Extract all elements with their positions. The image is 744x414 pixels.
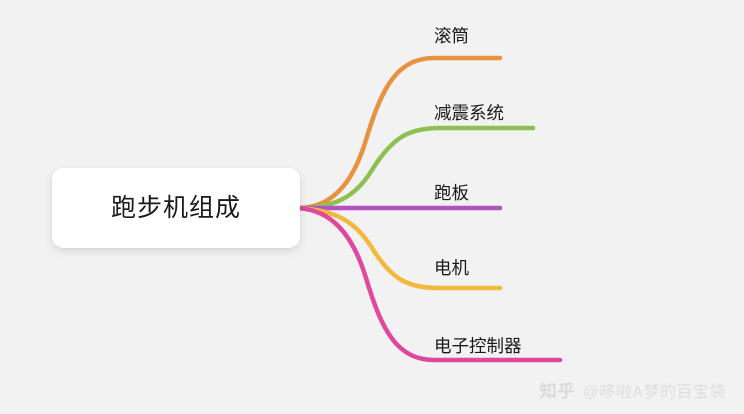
branch-label-motor[interactable]: 电机 xyxy=(434,258,469,278)
watermark: 知乎 @哆啦A梦的百宝袋 xyxy=(540,377,726,402)
branch-label-shock-absorption-system[interactable]: 减震系统 xyxy=(434,103,504,123)
center-node-label: 跑步机组成 xyxy=(110,193,241,222)
branch-line-roller xyxy=(295,55,503,211)
branch-line-shock-absorption-system xyxy=(295,125,536,211)
branch-label-roller[interactable]: 滚筒 xyxy=(434,26,469,46)
branch-line-motor xyxy=(295,205,503,291)
zhihu-logo: 知乎 xyxy=(539,382,576,401)
branch-label-electronic-controller[interactable]: 电子控制器 xyxy=(434,336,522,356)
branch-label-running-board[interactable]: 跑板 xyxy=(434,183,469,203)
watermark-handle: @哆啦A梦的百宝袋 xyxy=(582,383,726,401)
center-node-card[interactable]: 跑步机组成 xyxy=(52,168,300,248)
